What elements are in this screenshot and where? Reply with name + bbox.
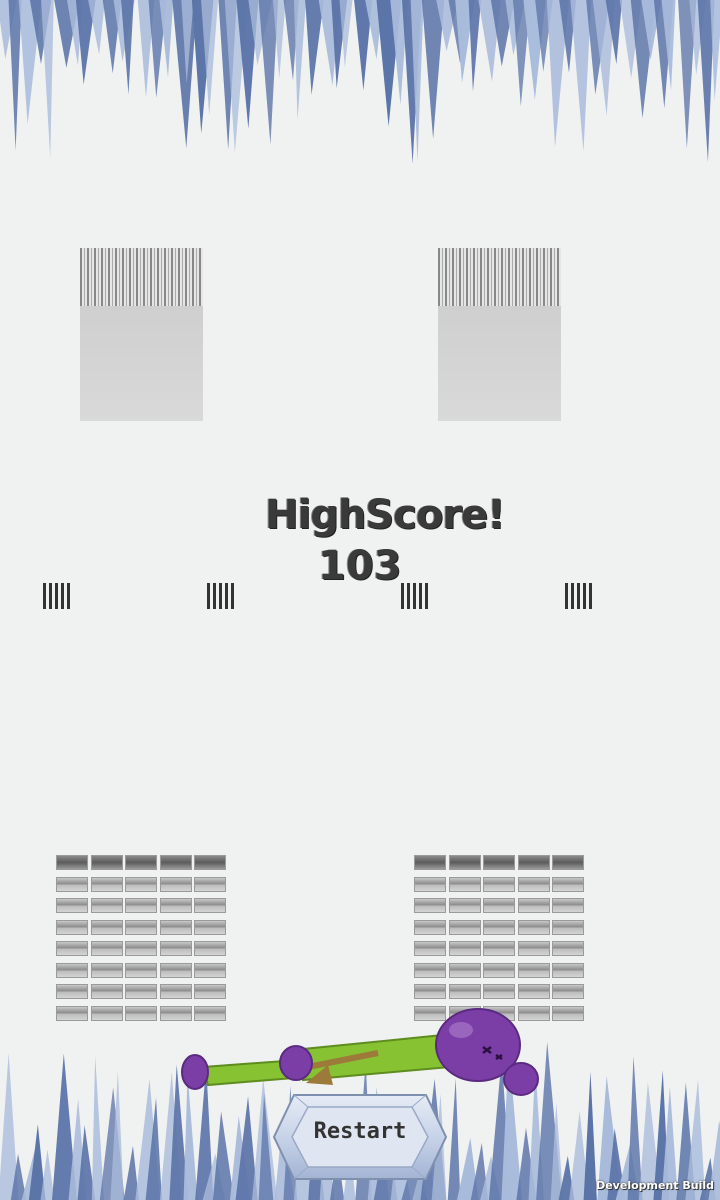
brick-cell xyxy=(552,855,584,870)
billboard-panel-right xyxy=(438,248,561,421)
brick-cell xyxy=(90,984,123,999)
tick-mark xyxy=(401,583,431,609)
brick-cell xyxy=(56,984,88,999)
brick-cell xyxy=(194,876,226,892)
brick-cell xyxy=(552,941,584,956)
brick-cell xyxy=(483,984,515,999)
brick-cell xyxy=(159,962,192,978)
highscore-title: HighScore! xyxy=(265,492,505,538)
brick-cell xyxy=(90,941,123,956)
brick-cell xyxy=(448,984,481,999)
brick-cell xyxy=(159,941,192,956)
brick-cell xyxy=(448,919,481,935)
brick-cell xyxy=(90,898,123,913)
brick-cell xyxy=(448,876,481,892)
brick-cell xyxy=(414,941,446,956)
brick-cell xyxy=(448,941,481,956)
gem-button-icon xyxy=(272,1094,448,1180)
brick-cell xyxy=(90,962,123,978)
brick-cell xyxy=(448,855,481,870)
brick-grid-left xyxy=(56,855,228,1025)
brick-cell xyxy=(448,898,481,913)
brick-cell xyxy=(414,984,446,999)
brick-cell xyxy=(517,876,550,892)
brick-cell xyxy=(552,962,584,978)
brick-cell xyxy=(414,855,446,870)
brick-cell xyxy=(56,941,88,956)
brick-cell xyxy=(125,984,157,999)
brick-cell xyxy=(159,898,192,913)
brick-grid-right xyxy=(414,855,586,1025)
brick-cell xyxy=(483,898,515,913)
brick-cell xyxy=(517,855,550,870)
brick-cell xyxy=(90,876,123,892)
brick-cell xyxy=(159,984,192,999)
brick-cell xyxy=(194,1005,226,1021)
tick-mark xyxy=(565,583,595,609)
brick-cell xyxy=(414,919,446,935)
restart-label: Restart xyxy=(313,1119,407,1144)
brick-cell xyxy=(194,898,226,913)
highscore-value: 103 xyxy=(318,543,402,589)
brick-cell xyxy=(194,962,226,978)
brick-cell xyxy=(125,941,157,956)
barcode-strip xyxy=(438,248,561,306)
tick-mark xyxy=(43,583,73,609)
brick-cell xyxy=(483,919,515,935)
brick-cell xyxy=(552,984,584,999)
brick-cell xyxy=(414,898,446,913)
brick-cell xyxy=(552,1005,584,1021)
bottom-ice-spikes xyxy=(0,1041,720,1200)
brick-cell xyxy=(194,941,226,956)
brick-cell xyxy=(90,919,123,935)
brick-cell xyxy=(517,1005,550,1021)
brick-cell xyxy=(56,855,88,870)
brick-cell xyxy=(56,898,88,913)
brick-cell xyxy=(552,876,584,892)
brick-cell xyxy=(517,962,550,978)
brick-cell xyxy=(159,855,192,870)
brick-cell xyxy=(552,898,584,913)
brick-cell xyxy=(414,1005,446,1021)
brick-cell xyxy=(125,876,157,892)
ragdoll-character-icon xyxy=(181,1008,539,1096)
brick-cell xyxy=(125,919,157,935)
brick-cell xyxy=(414,962,446,978)
brick-cell xyxy=(56,962,88,978)
brick-cell xyxy=(483,876,515,892)
restart-button[interactable]: Restart xyxy=(272,1093,448,1181)
brick-cell xyxy=(56,876,88,892)
brick-cell xyxy=(517,941,550,956)
brick-cell xyxy=(90,855,123,870)
brick-cell xyxy=(448,962,481,978)
development-build-label: Development Build xyxy=(596,1179,714,1192)
brick-cell xyxy=(194,919,226,935)
brick-cell xyxy=(552,919,584,935)
brick-cell xyxy=(125,1005,157,1021)
brick-cell xyxy=(194,855,226,870)
brick-cell xyxy=(483,941,515,956)
brick-cell xyxy=(125,855,157,870)
brick-cell xyxy=(483,962,515,978)
brick-cell xyxy=(194,984,226,999)
billboard-panel-left xyxy=(80,248,203,421)
brick-cell xyxy=(159,876,192,892)
brick-cell xyxy=(517,898,550,913)
brick-cell xyxy=(483,855,515,870)
brick-cell xyxy=(414,876,446,892)
brick-cell xyxy=(56,919,88,935)
brick-cell xyxy=(90,1005,123,1021)
brick-cell xyxy=(517,984,550,999)
tick-mark xyxy=(207,583,237,609)
barcode-strip xyxy=(80,248,203,306)
brick-cell xyxy=(125,962,157,978)
brick-cell xyxy=(159,919,192,935)
top-ice-spikes xyxy=(0,0,720,164)
brick-cell xyxy=(56,1005,88,1021)
brick-cell xyxy=(159,1005,192,1021)
brick-cell xyxy=(517,919,550,935)
brick-cell xyxy=(125,898,157,913)
